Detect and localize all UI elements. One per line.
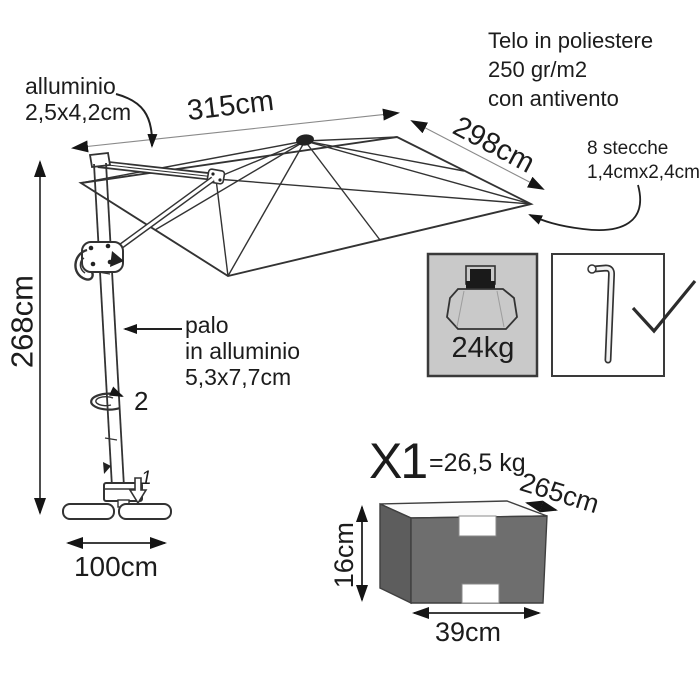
dim-100-label: 100cm: [73, 551, 159, 582]
pole-flag: [103, 462, 111, 474]
ribs-callout-arrow: [528, 184, 641, 231]
allen-key-box: [551, 253, 665, 377]
dimension-lines: [34, 108, 558, 619]
base: [62, 462, 172, 520]
checkmark-icon: [631, 279, 697, 334]
dim-265-line: [525, 500, 558, 513]
pole-material-line2: in alluminio: [185, 338, 301, 364]
fabric-note-line1: Telo in poliestere: [488, 28, 654, 53]
dim-268-label: 268cm: [4, 275, 40, 369]
arm-callout-arrow: [115, 93, 158, 148]
dim-315-line: [71, 108, 400, 153]
pole: [88, 152, 215, 488]
package-label-bottom: [461, 583, 500, 604]
pole-material-line1: palo: [185, 312, 229, 338]
fabric-note-line3: con antivento: [488, 86, 619, 111]
ribs-note-line1: 8 stecche: [587, 138, 669, 159]
dim-39-label: 39cm: [434, 617, 502, 647]
ribs-note-line2: 1,4cmx2,4cm: [587, 162, 700, 183]
fabric-note-line2: 250 gr/m2: [488, 57, 588, 82]
package-side-face: [379, 502, 412, 605]
callout-arrows: [115, 93, 641, 334]
package-front-face: [410, 515, 548, 604]
dim-16-label: 16cm: [328, 522, 359, 589]
package-weight-label: =26,5 kg: [429, 449, 526, 477]
base-plate-left: [62, 503, 115, 520]
package-label-top: [458, 515, 497, 537]
base-plate-right: [118, 503, 172, 520]
step2-label: 2: [134, 386, 149, 416]
pole-material-note: palo in alluminio 5,3x7,7cm: [185, 312, 300, 390]
pole-material-line3: 5,3x7,7cm: [185, 364, 292, 390]
handle-grip: [74, 248, 94, 281]
ribs-note: 8 stecche 1,4cmx2,4cm: [587, 137, 700, 185]
package-qty-label: X1: [369, 433, 428, 489]
cantilever-arm: [97, 160, 226, 185]
arm-material-note: alluminio 2,5x4,2cm: [25, 73, 131, 125]
package-box: [379, 500, 548, 605]
crank-joint: [74, 241, 124, 281]
allen-key-icon: [587, 264, 616, 364]
step1-label: 1: [141, 468, 152, 489]
dim-298-line: [410, 120, 545, 190]
base-weight-icon: [446, 265, 518, 330]
base-weight-label: 24kg: [451, 332, 515, 364]
fabric-note: Telo in poliestere 250 gr/m2 con antiven…: [488, 26, 653, 113]
step1-arrow-icon: [128, 477, 148, 505]
arm-material-line2: 2,5x4,2cm: [25, 99, 132, 125]
pole-top-cap: [88, 152, 112, 168]
arm-material-line1: alluminio: [25, 73, 116, 99]
base-weight-box: [426, 252, 539, 378]
rotate-icon: [90, 386, 124, 411]
